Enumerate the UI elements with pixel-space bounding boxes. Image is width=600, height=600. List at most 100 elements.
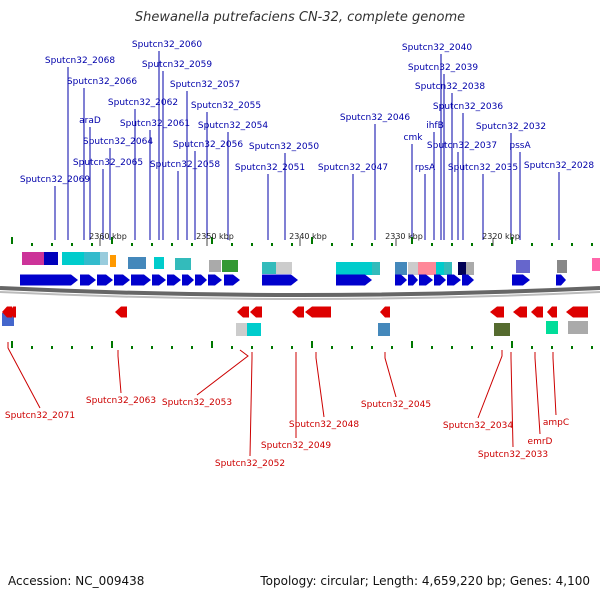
inner-tick	[411, 341, 413, 348]
forward-gene-label: Sputcn32_2046	[340, 113, 410, 123]
cog-box	[262, 262, 276, 274]
cog-box	[557, 260, 567, 273]
forward-gene-label: Sputcn32_2054	[198, 121, 268, 131]
outer-tick	[351, 243, 353, 246]
forward-gene-label: Sputcn32_2059	[142, 60, 212, 70]
forward-gene-arrow	[208, 274, 222, 286]
outer-tick	[291, 243, 293, 246]
inner-tick	[151, 346, 153, 349]
forward-gene-arrow	[408, 274, 418, 286]
forward-gene-arrow	[54, 274, 78, 286]
outer-tick	[271, 243, 273, 246]
inner-tick	[251, 346, 253, 349]
cog-box	[494, 323, 510, 336]
reverse-gene-layer	[2, 306, 588, 318]
outer-tick	[411, 237, 413, 244]
forward-gene-label: Sputcn32_2068	[45, 56, 115, 66]
cog-box	[22, 252, 44, 265]
reverse-gene-arrow	[250, 306, 262, 318]
outer-tick	[311, 237, 313, 244]
reverse-gene-label: Sputcn32_2045	[361, 400, 431, 410]
reverse-gene-leader	[477, 350, 503, 419]
reverse-gene-arrow	[237, 306, 249, 318]
forward-gene-arrow	[114, 274, 130, 286]
outer-tick	[451, 243, 453, 246]
genome-backbone	[0, 286, 600, 297]
reverse-gene-arrow	[566, 306, 588, 318]
reverse-gene-arrow	[513, 306, 527, 318]
cog-box	[336, 262, 372, 275]
scale-label: 2320 kbp	[482, 232, 520, 241]
inner-tick	[91, 346, 93, 349]
backbone-shadow	[0, 291, 600, 300]
inner-tick	[511, 341, 513, 348]
inner-tick	[71, 346, 73, 349]
outer-tick	[431, 243, 433, 246]
inner-tick	[291, 346, 293, 349]
forward-gene-label: Sputcn32_2050	[249, 142, 319, 152]
forward-gene-label: Sputcn32_2038	[415, 82, 485, 92]
inner-tick	[591, 346, 593, 349]
reverse-gene-arrow	[2, 306, 12, 318]
cog-box	[372, 262, 380, 275]
inner-tick	[311, 341, 313, 348]
inner-tick	[531, 346, 533, 349]
inner-tick	[111, 341, 113, 348]
reverse-gene-label: Sputcn32_2052	[215, 459, 285, 469]
cog-box	[154, 257, 164, 269]
cog-box	[276, 262, 292, 274]
forward-gene-label: Sputcn32_2058	[150, 160, 220, 170]
outer-tick	[111, 237, 113, 244]
cog-box	[568, 321, 588, 334]
reverse-gene-arrow	[115, 306, 127, 318]
accession-text: Accession: NC_009438	[8, 574, 145, 588]
forward-gene-arrow	[152, 274, 166, 286]
reverse-gene-arrow	[531, 306, 543, 318]
inner-tick	[391, 346, 393, 349]
cog-box	[128, 257, 146, 269]
outer-tick	[251, 243, 253, 246]
forward-gene-label: pssA	[509, 141, 531, 151]
reverse-gene-arrow	[547, 306, 557, 318]
outer-tick	[191, 243, 193, 246]
scale-label: 2340 kbp	[289, 232, 327, 241]
reverse-gene-arrow	[10, 306, 16, 318]
forward-gene-label: Sputcn32_2061	[120, 119, 190, 129]
forward-gene-label: Sputcn32_2035	[448, 163, 518, 173]
forward-gene-arrow	[131, 274, 151, 286]
cog-box	[100, 252, 108, 265]
inner-tick	[451, 346, 453, 349]
cog-box	[222, 260, 238, 272]
cog-box	[458, 262, 466, 275]
forward-gene-arrow	[224, 274, 240, 286]
reverse-gene-arrow	[490, 306, 504, 318]
reverse-gene-arrow	[305, 306, 331, 318]
topology-summary: Topology: circular; Length: 4,659,220 bp…	[260, 574, 590, 588]
forward-gene-label: Sputcn32_2062	[108, 98, 178, 108]
outer-tick	[31, 243, 33, 246]
forward-gene-label: Sputcn32_2065	[73, 158, 143, 168]
reverse-gene-leader	[117, 350, 122, 394]
inner-tick	[571, 346, 573, 349]
cog-box	[84, 252, 102, 265]
gene-label-layer: Sputcn32_2069Sputcn32_2068Sputcn32_2066a…	[5, 40, 594, 469]
reverse-gene-label: Sputcn32_2049	[261, 441, 331, 451]
cog-box	[408, 262, 418, 275]
forward-gene-label: Sputcn32_2069	[20, 175, 90, 185]
reverse-gene-arrow	[292, 306, 304, 318]
inner-tick	[371, 346, 373, 349]
reverse-gene-leader	[196, 349, 249, 396]
inner-tick	[491, 346, 493, 349]
reverse-gene-label: Sputcn32_2071	[5, 411, 75, 421]
forward-gene-arrow	[336, 274, 372, 286]
forward-gene-arrow	[97, 274, 113, 286]
forward-gene-arrow	[447, 274, 461, 286]
cog-box	[110, 255, 116, 267]
forward-gene-label: Sputcn32_2051	[235, 163, 305, 173]
cog-box-layer	[2, 252, 600, 336]
cog-box	[516, 260, 530, 273]
forward-gene-label: Sputcn32_2047	[318, 163, 388, 173]
reverse-gene-leader	[249, 352, 253, 457]
outer-tick	[91, 243, 93, 246]
